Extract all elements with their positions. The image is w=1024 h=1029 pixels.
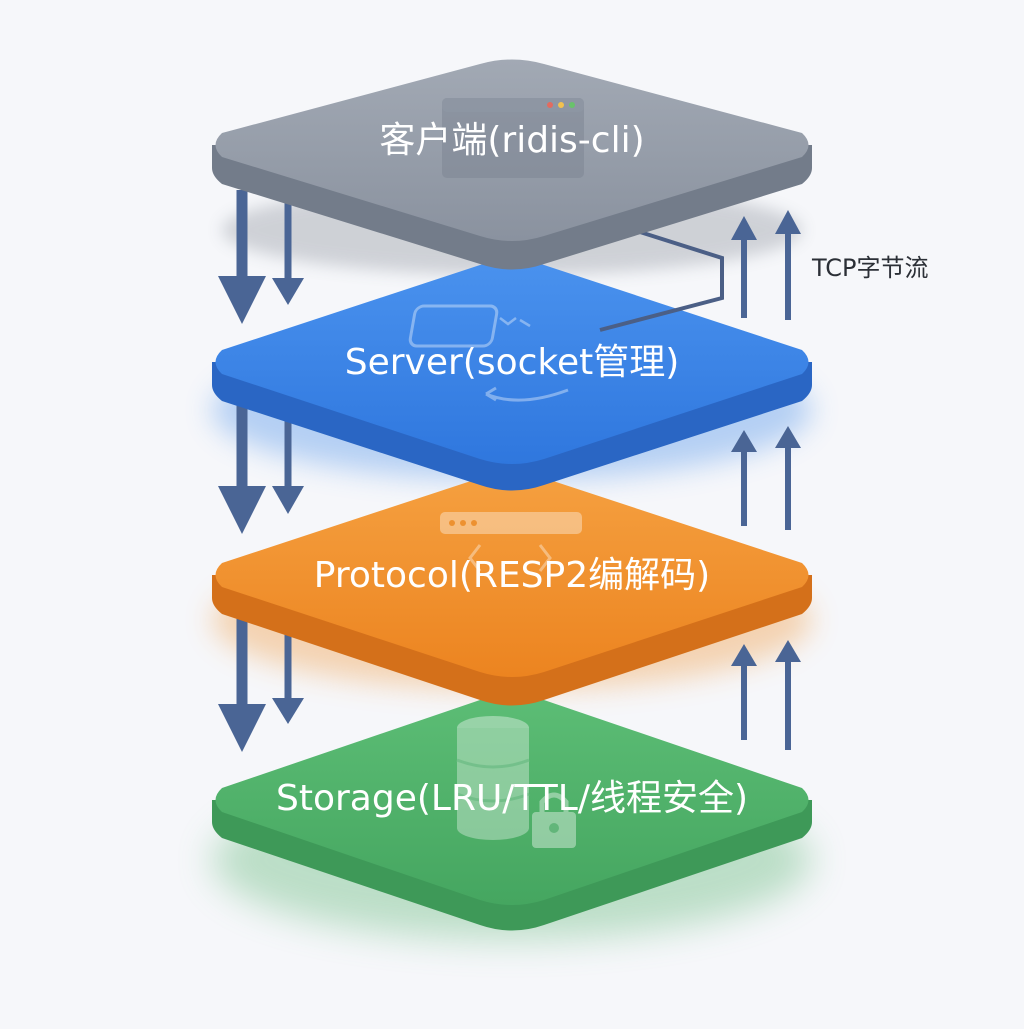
up-arrow-1-head: [731, 644, 757, 666]
client-label: 客户端(ridis-cli): [379, 120, 644, 161]
down-arrow-large-head: [218, 704, 266, 752]
down-arrow-large-head: [218, 486, 266, 534]
layer-protocol: Protocol(RESP2编解码): [212, 473, 812, 706]
up-arrow-2-head: [775, 426, 801, 448]
protocol-label: Protocol(RESP2编解码): [314, 555, 710, 596]
down-arrow-small-head: [272, 698, 304, 724]
arrows-server-protocol: [218, 398, 801, 534]
down-arrow-large-head: [218, 276, 266, 324]
chip-icon: [408, 304, 569, 402]
down-arrow-small-head: [272, 278, 304, 305]
layer-client: 客户端(ridis-cli): [212, 59, 812, 270]
up-arrow-2-head: [775, 640, 801, 662]
up-arrow-2-head: [775, 210, 801, 234]
storage-top: [215, 695, 809, 905]
storage-label: Storage(LRU/TTL/线程安全): [276, 778, 748, 819]
tcp-annotation: TCP字节流: [811, 254, 928, 282]
protocol-top: [215, 473, 809, 677]
layer-storage: Storage(LRU/TTL/线程安全): [212, 695, 812, 931]
server-label: Server(socket管理): [345, 342, 680, 383]
server-top: [215, 260, 809, 464]
down-arrow-small-head: [272, 486, 304, 514]
up-arrow-1-head: [731, 430, 757, 452]
tcp-connector-line: [599, 230, 724, 332]
arrows-client-server: [218, 190, 801, 332]
browser-window-icon: [442, 98, 584, 178]
arrows-protocol-storage: [218, 612, 801, 752]
code-icon: [440, 512, 582, 572]
layer-server: Server(socket管理): [212, 260, 812, 491]
up-arrow-1-head: [731, 216, 757, 240]
database-lock-icon: [456, 716, 576, 848]
